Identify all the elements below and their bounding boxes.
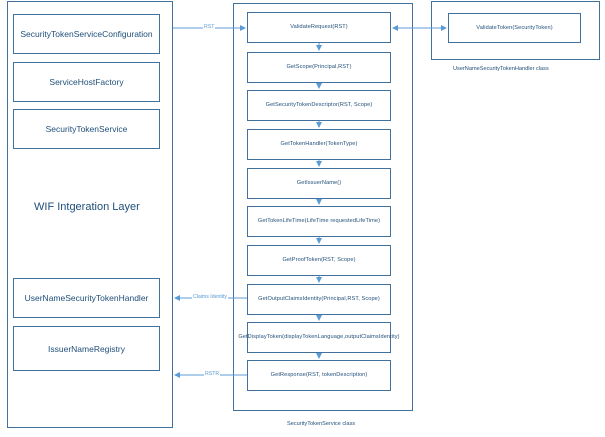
step-get-security-token-descriptor: GetSecurityTokenDescriptor(RST, Scope) <box>247 90 391 121</box>
handler-class-caption: UserNameSecurityTokenHandler class <box>453 66 549 72</box>
username-token-handler-box: UserNameSecurityTokenHandler <box>13 278 160 318</box>
step-get-scope: GetScope(Principal,RST) <box>247 52 391 83</box>
wif-layer-title: WIF Intgeration Layer <box>34 201 140 213</box>
issuer-name-registry-box: IssuerNameRegistry <box>13 326 160 371</box>
step-get-token-lifetime: GetTokenLifeTime(LifeTime requestedLifeT… <box>247 206 391 237</box>
step-get-issuer-name: GetIssuerName() <box>247 168 391 199</box>
security-token-service-box: SecurityTokenService <box>13 109 160 149</box>
step-get-proof-token: GetProofToken(RST, Scope) <box>247 245 391 276</box>
step-get-response: GetResponse(RST, tokenDescription) <box>247 360 391 391</box>
step-validate-token: ValidateToken(SecurityToken) <box>448 13 581 43</box>
service-host-factory-box: ServiceHostFactory <box>13 62 160 102</box>
claims-identity-label: Claims Identity <box>192 294 229 301</box>
sts-configuration-box: SecurityTokenServiceConfiguration <box>13 14 160 54</box>
step-get-token-handler: GetTokenHandler(TokenType) <box>247 129 391 160</box>
step-get-display-token: GetDisplayToken(displayTokenLanguage,out… <box>238 322 400 353</box>
step-get-output-claims-identity: GetOutputClaimsIdentity(Principal,RST, S… <box>247 284 391 315</box>
sts-class-caption: SecurityTokenService class <box>287 421 356 427</box>
rst-label: RST <box>203 24 216 31</box>
rstr-label: RSTR <box>204 371 221 378</box>
step-validate-request: ValidateRequest(RST) <box>247 12 391 43</box>
